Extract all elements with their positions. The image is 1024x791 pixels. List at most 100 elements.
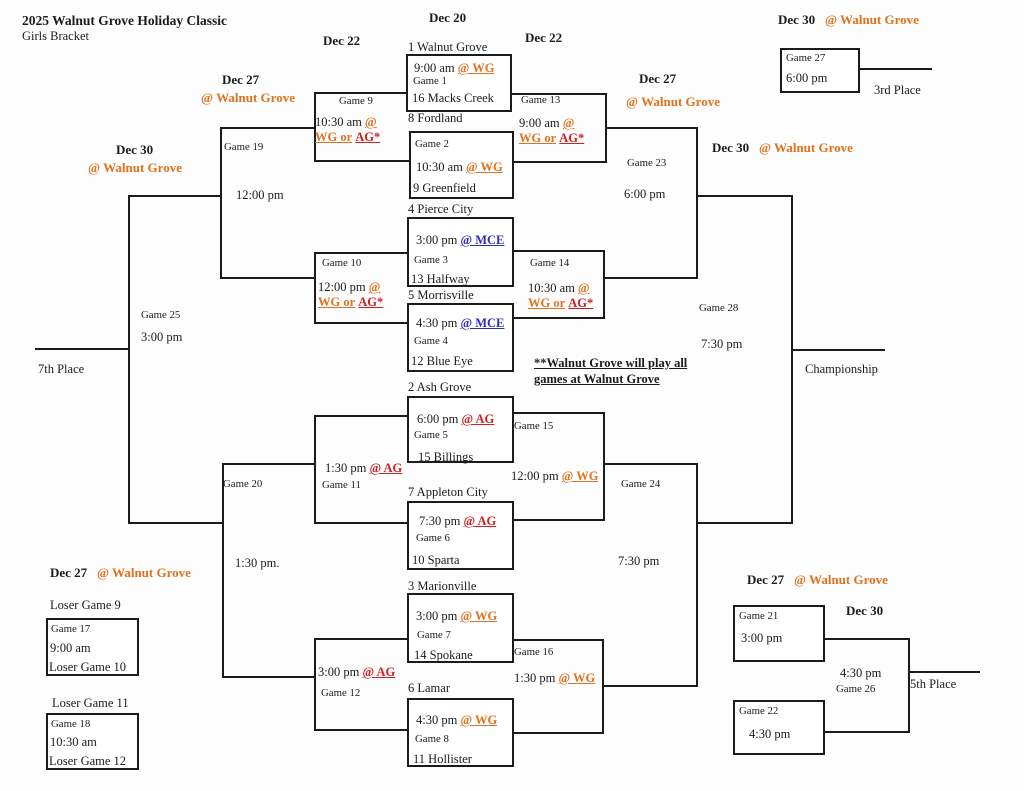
game10-label: Game 10 (322, 257, 362, 269)
bracket-line-v (908, 638, 910, 733)
game9-time: 10:30 am @WG or AG* (315, 115, 381, 144)
game18-time: 10:30 am (50, 735, 97, 749)
game22-time: 4:30 pm (749, 727, 791, 741)
team-name: 2 Ash Grove (408, 380, 472, 394)
team-name: 3 Marionville (408, 579, 477, 593)
bracket-line-h (220, 127, 316, 129)
team-name: 4 Pierce City (408, 202, 474, 216)
game17-top-slot: Loser Game 9 (50, 598, 121, 612)
bracket-line-h (512, 519, 605, 521)
game12-label: Game 12 (321, 687, 361, 699)
bracket-line-v (128, 195, 130, 524)
game-box-27 (780, 48, 860, 93)
bracket-line-h (603, 277, 698, 279)
venue-wg: @ WG (457, 61, 495, 75)
venue-ag-alt: AG* (568, 295, 594, 310)
bracket-line-h (512, 732, 604, 734)
header-dec27-left-date: Dec 27 (222, 72, 260, 87)
header-dec27-bottom-right-venue: @ Walnut Grove (793, 572, 888, 587)
game27-time: 6:00 pm (786, 71, 828, 85)
bracket-line-h (314, 160, 411, 162)
venue-note-line2: games at Walnut Grove (534, 372, 660, 387)
venue-ag-alt: AG* (559, 130, 585, 145)
team-name: 5 Morrisville (408, 288, 474, 302)
header-dec30-top-right-date: Dec 30 (778, 12, 816, 27)
bracket-line-v (696, 463, 698, 687)
bracket-line-h (512, 317, 605, 319)
bracket-line-v (696, 127, 698, 279)
page-title: 2025 Walnut Grove Holiday Classic (22, 13, 228, 28)
game-box-4 (407, 303, 514, 372)
venue-wg: @ WG (561, 469, 599, 483)
fifth-place-label: 5th Place (910, 677, 957, 691)
bracket-line-v (314, 252, 316, 324)
team-name: 9 Greenfield (413, 181, 476, 195)
game13-label: Game 13 (521, 94, 561, 106)
header-dec30-top-right-venue: @ Walnut Grove (824, 12, 919, 27)
game22-label: Game 22 (739, 705, 779, 717)
bracket-line-v (222, 463, 224, 678)
game28-time: 7:30 pm (701, 337, 743, 351)
page-subtitle: Girls Bracket (22, 29, 89, 43)
bracket-line-h (314, 522, 409, 524)
team-name: 7 Appleton City (408, 485, 488, 499)
game7-time: 3:00 pm @ WG (416, 609, 498, 623)
bracket-line-h (605, 127, 698, 129)
game28-label: Game 28 (699, 302, 739, 314)
bracket-line-h (314, 92, 408, 94)
bracket-line-h (512, 412, 605, 414)
third-place-line (860, 68, 932, 70)
game24-label: Game 24 (621, 478, 661, 490)
bracket-line-h (512, 161, 607, 163)
game15-label: Game 15 (514, 420, 554, 432)
game27-label: Game 27 (786, 52, 826, 64)
venue-wg-or: WG or (318, 294, 356, 309)
bracket-line-h (314, 638, 409, 640)
game6-label: Game 6 (416, 532, 450, 544)
game17-label: Game 17 (51, 623, 91, 635)
header-dec22-left: Dec 22 (323, 33, 361, 48)
venue-at: @ (368, 280, 381, 294)
game14-time: 10:30 am @WG or AG* (528, 281, 594, 310)
venue-wg: @ WG (558, 671, 596, 685)
game3-label: Game 3 (414, 254, 448, 266)
header-dec30-left-venue: @ Walnut Grove (88, 160, 182, 175)
venue-ag: @ AG (369, 461, 403, 475)
header-dec30-right-date: Dec 30 (712, 140, 750, 155)
bracket-line-h (314, 322, 409, 324)
bracket-line-v (314, 415, 316, 524)
game21-time: 3:00 pm (741, 631, 783, 645)
venue-ag: @ AG (463, 514, 497, 528)
bracket-line-v (314, 638, 316, 731)
game23-time: 6:00 pm (624, 187, 666, 201)
game-box-18 (46, 713, 139, 770)
bracket-line-h (510, 93, 607, 95)
game6-time: 7:30 pm @ AG (419, 514, 497, 528)
game8-time: 4:30 pm @ WG (416, 713, 498, 727)
bracket-line-h (314, 252, 409, 254)
game7-label: Game 7 (417, 629, 451, 641)
header-dec27-right-date: Dec 27 (639, 71, 677, 86)
game-box-2 (409, 131, 514, 199)
venue-note-line1: **Walnut Grove will play all (534, 356, 688, 370)
header-dec27-right-venue: @ Walnut Grove (626, 94, 720, 109)
team-name: 6 Lamar (408, 681, 450, 695)
bracket-line-h (222, 676, 316, 678)
game1-time: 9:00 am @ WG (414, 61, 495, 75)
game20-time: 1:30 pm. (235, 556, 280, 570)
header-dec30-right: Dec 30 @ Walnut Grove (712, 140, 853, 156)
championship-line (791, 349, 885, 351)
team-name: 14 Spokane (414, 648, 473, 662)
game4-time: 4:30 pm @ MCE (416, 316, 505, 330)
header-dec27-bottom-right: Dec 27 @ Walnut Grove (747, 572, 888, 588)
bracket-line-h (128, 522, 224, 524)
venue-mce: @ MCE (460, 316, 505, 330)
venue-wg-or: WG or (315, 129, 353, 144)
header-dec27-bottom-left: Dec 27 @ Walnut Grove (50, 565, 191, 581)
game15-time: 12:00 pm @ WG (511, 469, 599, 483)
game4-label: Game 4 (414, 335, 448, 347)
game3-time: 3:00 pm @ MCE (416, 233, 505, 247)
game2-label: Game 2 (415, 138, 449, 150)
game19-time: 12:00 pm (236, 188, 284, 202)
game-box-7 (407, 593, 514, 663)
